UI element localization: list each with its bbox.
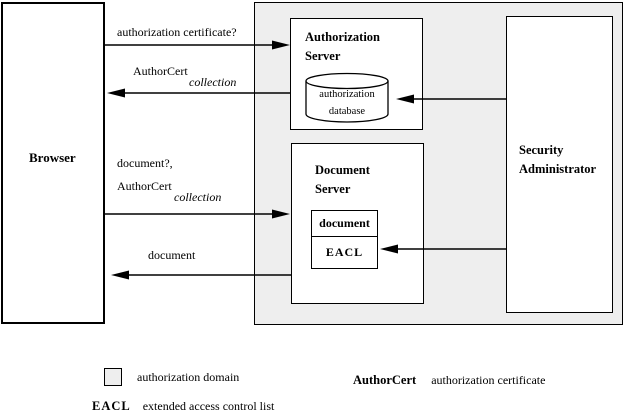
legend-eacl-row: EACL extended access control list: [92, 399, 274, 414]
auth-request-label: authorization certificate?: [117, 25, 237, 39]
legend-eacl-term: EACL: [92, 399, 131, 413]
document-server-title-line2: Server: [315, 182, 351, 196]
database-label-line2: database: [328, 106, 366, 117]
auth-response-label-sub: collection: [189, 76, 236, 89]
doc-request-collection: collection: [174, 190, 222, 204]
auth-response-label-main: AuthorCert: [133, 64, 188, 78]
browser-label: Browser: [29, 150, 76, 165]
domain-square-icon: [104, 368, 122, 386]
security-admin-title-line1: Security: [519, 143, 564, 157]
auth-response-arrowhead: [107, 88, 125, 98]
database-label: authorization database: [305, 86, 389, 120]
legend-domain-label: authorization domain: [137, 369, 240, 384]
doc-response-label: document: [148, 248, 196, 262]
doc-request-label-line1: document?,: [117, 156, 173, 170]
doc-request-label-main: AuthorCert: [117, 179, 172, 193]
security-administrator-box: Security Administrator: [506, 16, 613, 313]
legend-authorcert-definition: authorization certificate: [431, 373, 546, 387]
document-server-title-line1: Document: [315, 163, 370, 177]
legend-domain-row: authorization domain: [104, 368, 239, 386]
security-admin-title-line2: Administrator: [519, 162, 597, 176]
document-eacl-box: document EACL: [311, 210, 378, 269]
authorization-server-title-line2: Server: [305, 49, 341, 63]
database-label-line1: authorization: [319, 89, 375, 100]
auth-response-collection: collection: [189, 75, 237, 89]
eacl-label: EACL: [325, 244, 364, 259]
database-cylinder-icon: [305, 72, 389, 123]
legend-eacl-definition: extended access control list: [142, 399, 275, 413]
doc-response-arrowhead: [111, 270, 129, 280]
legend-authorcert-row: AuthorCert authorization certificate: [353, 373, 545, 388]
legend-authorcert-term: AuthorCert: [353, 373, 417, 387]
document-label: document: [312, 211, 377, 237]
browser-box: Browser: [1, 2, 105, 324]
authorization-server-title-line1: Authorization: [305, 30, 380, 44]
doc-request-label-sub: collection: [174, 191, 221, 204]
document-server-box: Document Server document EACL: [291, 143, 424, 304]
